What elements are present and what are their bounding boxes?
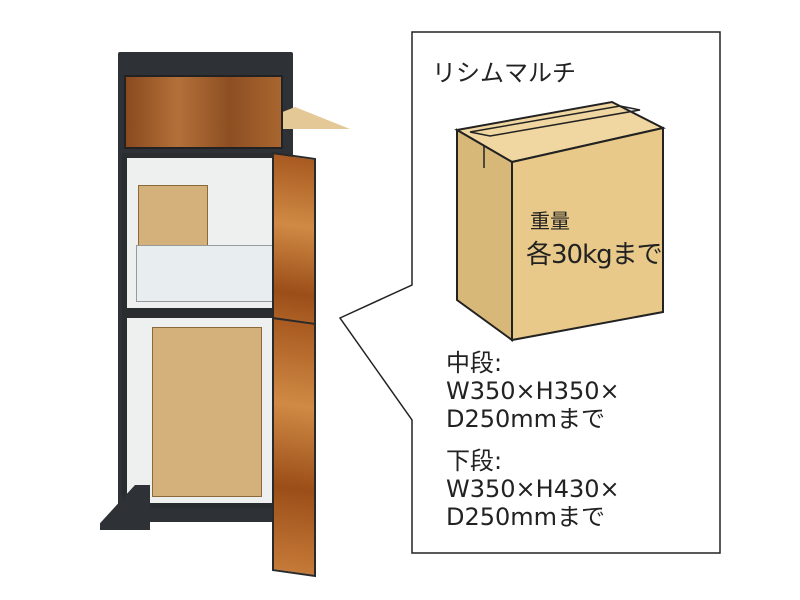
mail-drop-lid bbox=[124, 75, 283, 149]
middle-label: 中段: bbox=[446, 349, 503, 377]
lower-label: 下段: bbox=[446, 447, 503, 475]
weight-value: 各30kgまで bbox=[526, 240, 663, 270]
middle-box bbox=[138, 185, 208, 247]
middle-size-1: W350×H350× bbox=[446, 377, 620, 405]
product-name: リシムマルチ bbox=[432, 59, 576, 87]
middle-box-printed bbox=[136, 245, 273, 302]
lower-size-1: W350×H430× bbox=[446, 475, 620, 503]
middle-size-2: D250mmまで bbox=[446, 405, 606, 433]
cardboard-box-icon bbox=[454, 100, 666, 342]
weight-label: 重量 bbox=[530, 209, 570, 233]
lower-box bbox=[152, 327, 262, 497]
lower-size-2: D250mmまで bbox=[446, 503, 606, 531]
mailbox-cabinet-photo bbox=[100, 45, 350, 585]
